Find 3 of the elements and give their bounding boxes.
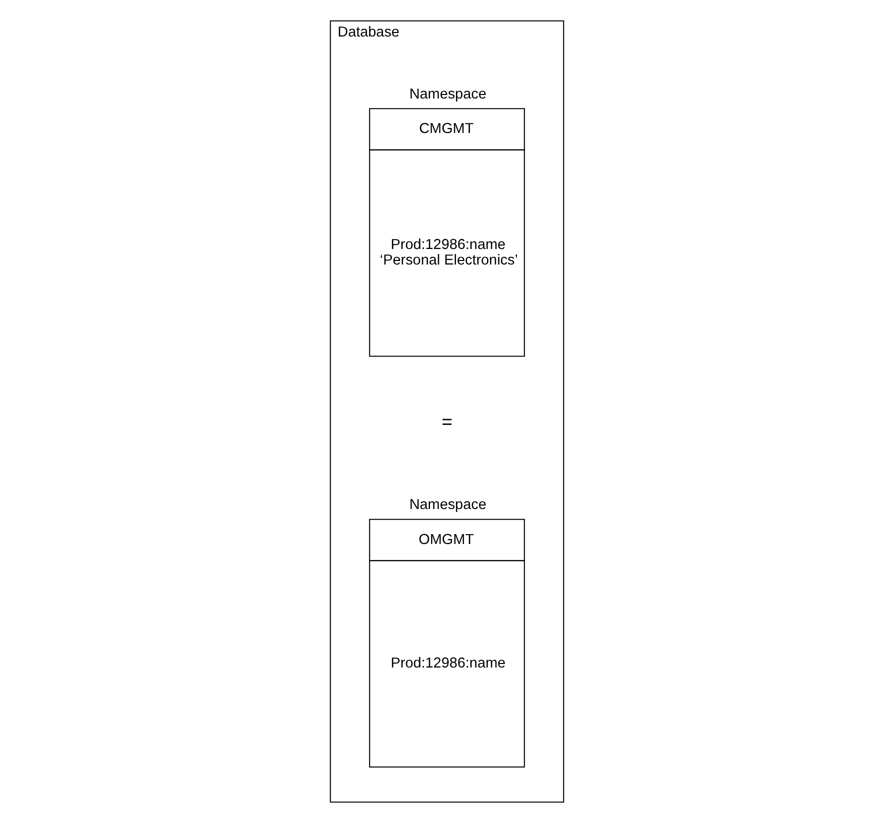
node-label: Namespace — [408, 86, 486, 102]
node-label: Namespace — [408, 497, 486, 514]
label: = — [441, 410, 452, 432]
